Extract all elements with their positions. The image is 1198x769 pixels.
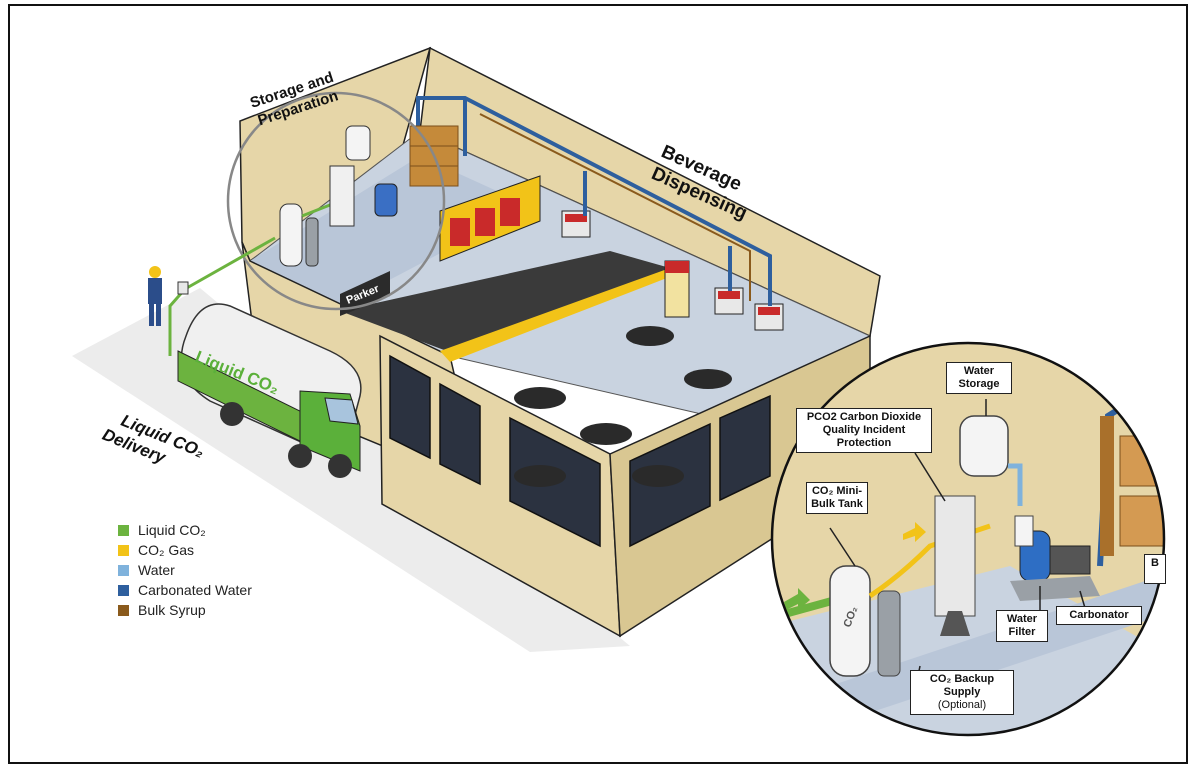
diagram-frame: Parker [8, 4, 1188, 764]
legend-label: Carbonated Water [138, 582, 252, 598]
callout-subtext: (Optional) [937, 699, 987, 711]
counter-stripe [440, 268, 672, 362]
legend-item-co2-gas: CO₂ Gas [118, 540, 252, 560]
storage-floor [250, 156, 530, 306]
callout-text: B [1151, 557, 1159, 569]
legend-swatch [118, 524, 129, 536]
legend-label: Water [138, 562, 175, 578]
menu-board [439, 175, 541, 262]
callout-mini-bulk-tank: CO₂ Mini-Bulk Tank [806, 482, 868, 514]
storage-highlight-circle [226, 91, 446, 311]
legend-label: Bulk Syrup [138, 602, 206, 618]
legend-item-carbonated-water: Carbonated Water [118, 580, 252, 600]
callout-water-storage: Water Storage [946, 362, 1012, 394]
brand-sign-panel [340, 271, 390, 316]
co2-truck [177, 303, 362, 478]
callout-text: CO₂ Backup Supply [929, 673, 995, 698]
callout-text: Carbonator [1069, 609, 1129, 621]
service-counter [340, 251, 670, 356]
callout-text: PCO2 Carbon Dioxide Quality Incident Pro… [806, 411, 922, 449]
legend-swatch [118, 584, 129, 596]
callout-pco2: PCO2 Carbon Dioxide Quality Incident Pro… [796, 408, 932, 453]
legend-swatch [118, 544, 129, 556]
dispensers [561, 210, 784, 331]
legend-label: Liquid CO₂ [138, 522, 206, 538]
dining-tables [514, 326, 732, 487]
legend-label: CO₂ Gas [138, 542, 194, 558]
legend-swatch [118, 564, 129, 576]
callout-carbonator: Carbonator [1056, 606, 1142, 625]
legend-swatch [118, 604, 129, 616]
carbonated-water-pipes [416, 96, 772, 306]
callout-water-filter: Water Filter [996, 610, 1048, 642]
delivery-worker [148, 266, 189, 326]
legend-item-water: Water [118, 560, 252, 580]
callout-text: CO₂ Mini-Bulk Tank [811, 485, 863, 510]
pipe-legend: Liquid CO₂ CO₂ Gas Water Carbonated Wate… [118, 520, 252, 620]
callout-text: Water Storage [958, 365, 1000, 390]
callout-cut-label: B [1144, 554, 1166, 584]
detail-circle-border [770, 341, 1166, 737]
legend-item-bulk-syrup: Bulk Syrup [118, 600, 252, 620]
legend-item-liquid-co2: Liquid CO₂ [118, 520, 252, 540]
callout-text: Water Filter [1006, 613, 1038, 638]
callout-backup-supply: CO₂ Backup Supply (Optional) [910, 670, 1014, 715]
syrup-pipes [479, 113, 751, 301]
liquid-co2-line [168, 236, 276, 356]
